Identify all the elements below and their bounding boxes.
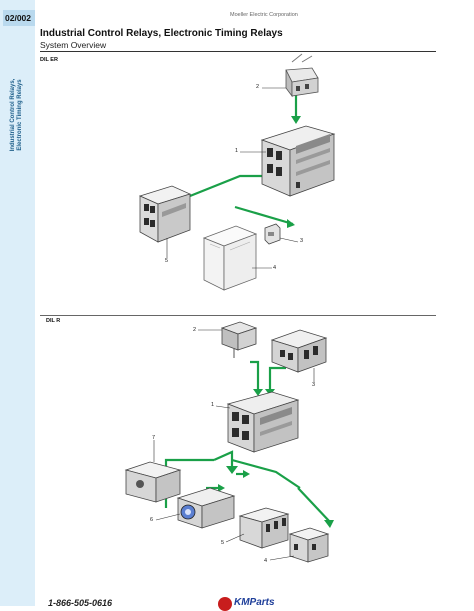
- callout-dil-r-4: 4: [264, 558, 268, 564]
- company-name: Moeller Electric Corporation: [230, 12, 298, 18]
- title-divider: [40, 51, 436, 52]
- section-label-dil-r: DIL R: [46, 318, 61, 324]
- dil-er-part-2-aux-block: [285, 53, 319, 98]
- dil-r-part-4-small-block: [288, 527, 330, 563]
- dil-er-part-1-contactor: [260, 125, 336, 197]
- dil-r-part-7-timer: [124, 461, 182, 503]
- logo-disc-icon: [218, 597, 232, 611]
- dil-r-leader-lines: [153, 329, 315, 561]
- dil-er-leader-lines: [166, 87, 299, 269]
- sidebar: [0, 0, 35, 606]
- callout-dil-r-6: 6: [150, 517, 154, 523]
- callout-dil-er-1: 1: [235, 148, 239, 154]
- callout-dil-r-7: 7: [152, 435, 156, 441]
- footer-phone-number: 1-866-505-0616: [48, 598, 113, 608]
- footer-logo: KMParts: [218, 597, 278, 611]
- dil-er-part-4-cover: [202, 225, 258, 291]
- dil-r-part-1-relay: [226, 391, 300, 453]
- dil-r-part-5-contact-block: [238, 507, 290, 549]
- callout-dil-er-5: 5: [165, 258, 169, 264]
- callout-dil-r-2: 2: [193, 327, 197, 333]
- callout-dil-er-4: 4: [273, 265, 277, 271]
- dil-er-part-3-clip: [264, 223, 281, 245]
- page-subtitle: System Overview: [40, 40, 107, 50]
- dil-r-part-2-top-module: [220, 321, 258, 358]
- callout-dil-r-1: 1: [211, 402, 215, 408]
- dil-r-part-3-aux-block: [270, 329, 328, 373]
- page-title: Industrial Control Relays, Electronic Ti…: [40, 28, 283, 39]
- callout-dil-er-2: 2: [256, 84, 260, 90]
- dil-er-green-connectors: [189, 95, 298, 226]
- page-number: 02/002: [3, 10, 35, 26]
- callout-dil-er-3: 3: [300, 238, 304, 244]
- callout-dil-r-5: 5: [221, 540, 225, 546]
- section-label-dil-er: DIL ER: [40, 57, 58, 63]
- section-divider: [40, 315, 436, 316]
- dil-er-part-5-front-module: [138, 185, 192, 243]
- callout-dil-r-3: 3: [312, 382, 316, 388]
- logo-wordmark: KMParts: [234, 597, 275, 608]
- dil-r-part-6-dial-module: [176, 487, 236, 529]
